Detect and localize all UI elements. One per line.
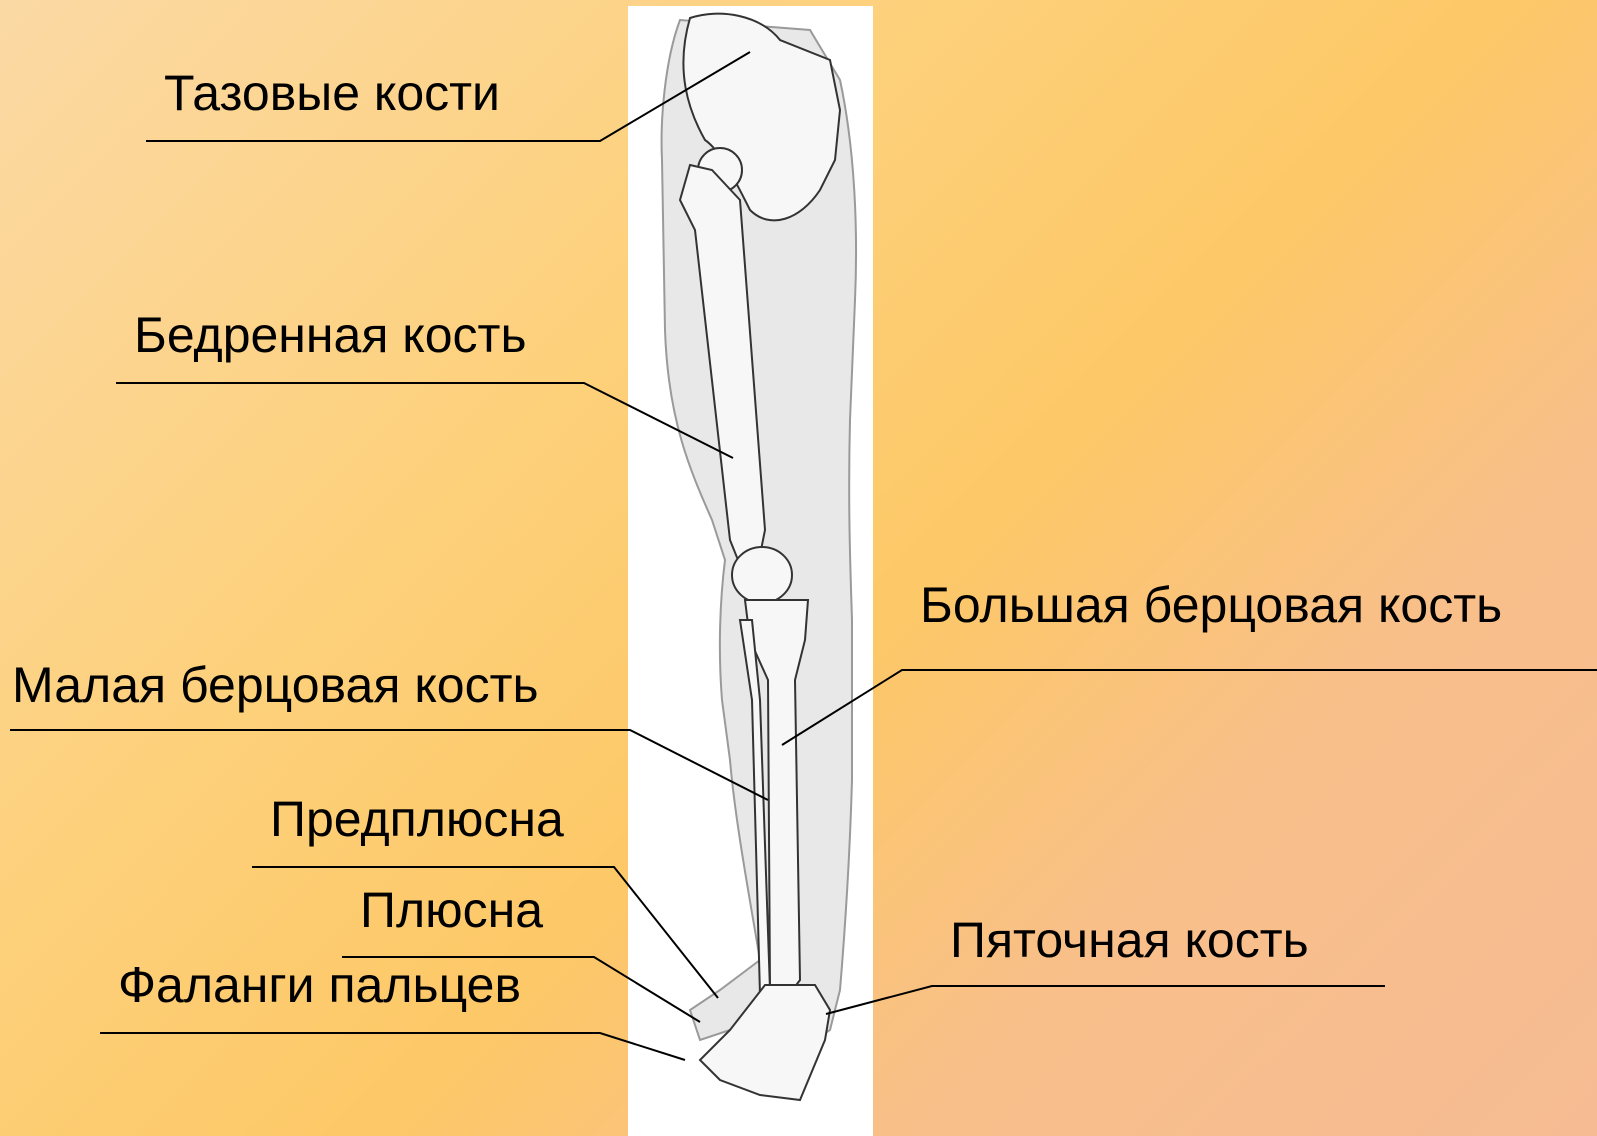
- label-femur: Бедренная кость: [134, 310, 527, 360]
- fibula-leader: [10, 730, 768, 800]
- phalanges-leader: [100, 1033, 685, 1060]
- label-fibula: Малая берцовая кость: [12, 660, 539, 710]
- label-tarsus: Предплюсна: [270, 794, 564, 844]
- label-pelvis: Тазовые кости: [164, 68, 500, 118]
- label-tibia: Большая берцовая кость: [920, 580, 1502, 630]
- patella: [732, 547, 792, 603]
- label-metatarsus: Плюсна: [360, 885, 543, 935]
- label-calcaneus: Пяточная кость: [950, 915, 1309, 965]
- calcaneus-leader: [826, 986, 1385, 1014]
- label-phalanges: Фаланги пальцев: [118, 960, 521, 1010]
- tibia-leader: [782, 670, 1597, 745]
- femur-leader: [116, 383, 733, 458]
